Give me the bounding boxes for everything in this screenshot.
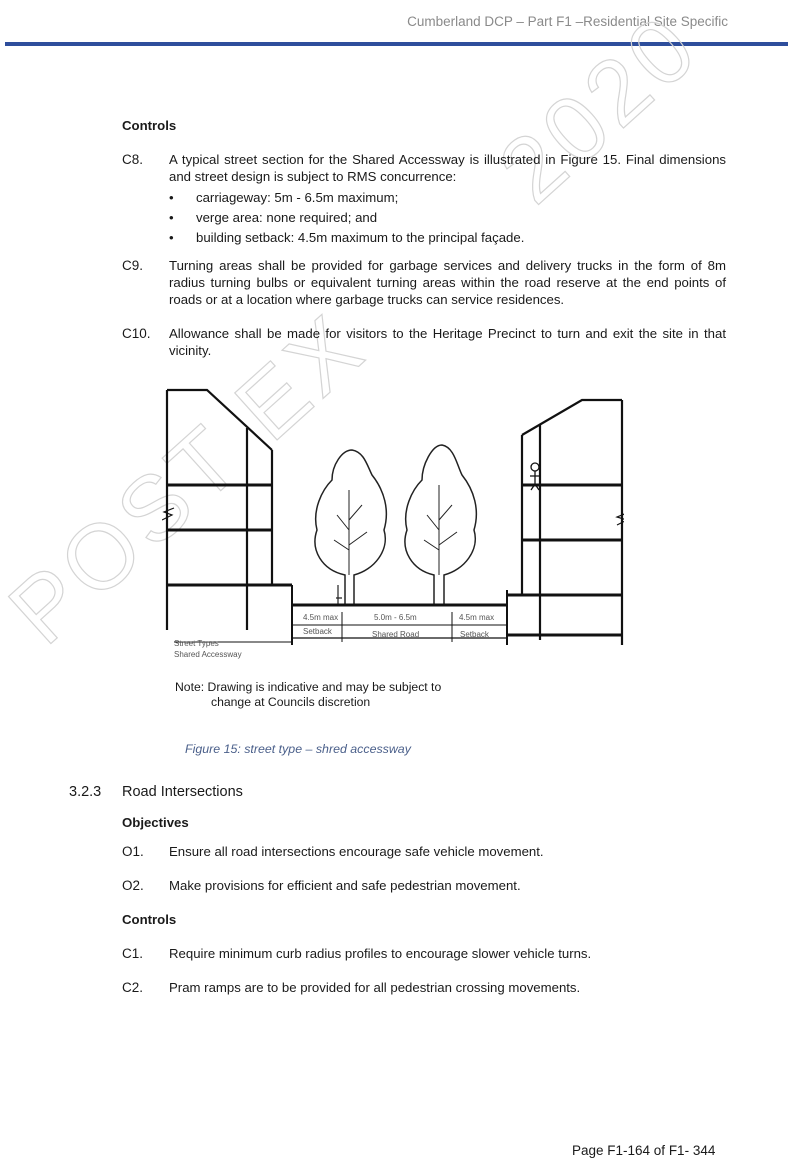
controls-heading: Controls (122, 118, 177, 133)
street-section-drawing: 4.5m max 5.0m - 6.5m 4.5m max Setback Sh… (162, 388, 624, 659)
section-controls-heading: Controls (122, 912, 177, 927)
street-types-label: Street Types (174, 639, 219, 648)
control-number: C9. (122, 258, 144, 273)
objective-text: Make provisions for efficient and safe p… (169, 878, 521, 893)
dim-center: 5.0m - 6.5m (374, 613, 417, 622)
tree-left (314, 449, 388, 606)
objective-text: Ensure all road intersections encourage … (169, 844, 544, 859)
control-c1: C1. Require minimum curb radius profiles… (122, 946, 726, 963)
objectives-heading: Objectives (122, 815, 189, 830)
shared-accessway-label: Shared Accessway (174, 650, 242, 659)
control-c9: C9. Turning areas shall be provided for … (122, 258, 726, 308)
dim-left: 4.5m max (303, 613, 338, 622)
street-section-figure: 4.5m max 5.0m - 6.5m 4.5m max Setback Sh… (162, 380, 624, 680)
control-number: C8. (122, 152, 144, 167)
objective-o2: O2. Make provisions for efficient and sa… (122, 878, 726, 895)
control-text: A typical street section for the Shared … (169, 152, 726, 184)
control-c2: C2. Pram ramps are to be provided for al… (122, 980, 726, 997)
page-header: Cumberland DCP – Part F1 –Residential Si… (407, 14, 728, 29)
section-title: Road Intersections (122, 784, 243, 800)
dim-right: 4.5m max (459, 613, 494, 622)
control-number: C2. (122, 980, 144, 995)
page-number: Page F1-164 of F1- 344 (572, 1143, 716, 1158)
left-building (162, 388, 292, 630)
bullet-list: carriageway: 5m - 6.5m maximum; verge ar… (169, 188, 726, 248)
header-rule (5, 42, 788, 46)
tree-right (404, 444, 478, 605)
objective-o1: O1. Ensure all road intersections encour… (122, 844, 726, 861)
bullet-item: carriageway: 5m - 6.5m maximum; (169, 188, 726, 208)
control-text: Turning areas shall be provided for garb… (169, 258, 726, 307)
note-line-2: change at Councils discretion (211, 695, 371, 709)
right-building (507, 398, 624, 645)
control-text: Allowance shall be made for visitors to … (169, 326, 726, 358)
control-c10: C10. Allowance shall be made for visitor… (122, 326, 726, 360)
control-c8: C8. A typical street section for the Sha… (122, 152, 726, 248)
objective-number: O2. (122, 878, 144, 893)
road-section (174, 585, 508, 645)
figure-caption: Figure 15: street type – shred accessway (185, 742, 411, 756)
label-setback-left: Setback (303, 627, 333, 636)
control-number: C10. (122, 326, 151, 341)
section-number: 3.2.3 (69, 784, 102, 800)
objective-number: O1. (122, 844, 144, 859)
control-number: C1. (122, 946, 144, 961)
label-shared-road: Shared Road (372, 630, 419, 639)
note-line-1: Note: Drawing is indicative and may be s… (175, 680, 442, 694)
control-text: Pram ramps are to be provided for all pe… (169, 980, 581, 995)
label-setback-right: Setback (460, 630, 490, 639)
control-text: Require minimum curb radius profiles to … (169, 946, 592, 961)
bullet-item: verge area: none required; and (169, 208, 726, 228)
figure-note: Note: Drawing is indicative and may be s… (175, 680, 441, 710)
bullet-item: building setback: 4.5m maximum to the pr… (169, 228, 726, 248)
